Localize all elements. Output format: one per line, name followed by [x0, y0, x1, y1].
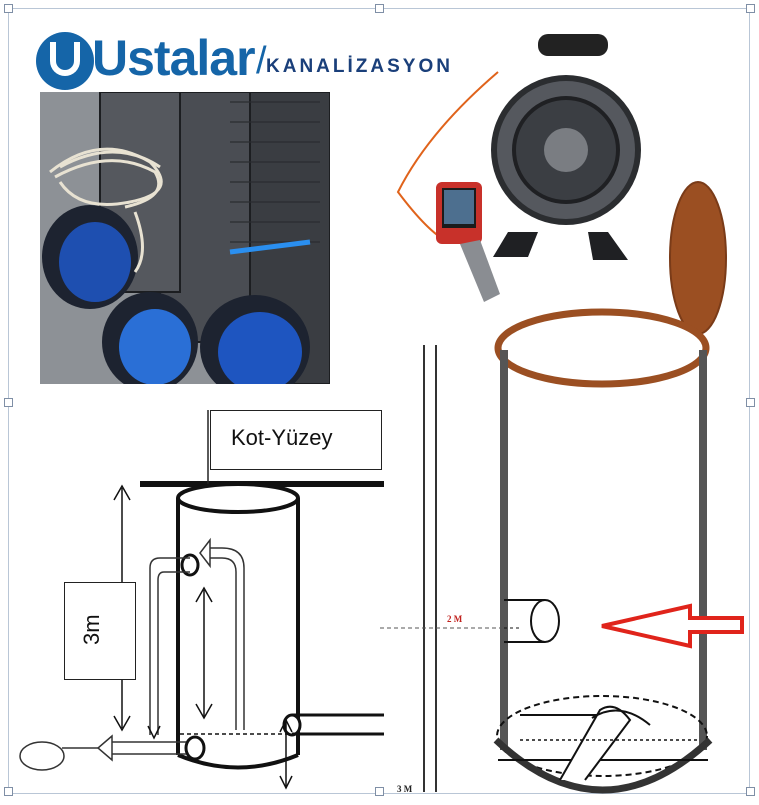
- inspection-camera-photo: [388, 32, 646, 312]
- logo-subtitle: KANALİZASYON: [266, 56, 453, 77]
- pipes-photo: [40, 92, 330, 384]
- logo-name: Ustalar: [92, 30, 256, 86]
- resize-handle-top-right[interactable]: [746, 4, 755, 13]
- mid-depth-label: 2 M: [447, 614, 463, 624]
- resize-handle-top-left[interactable]: [4, 4, 13, 13]
- resize-handle-bottom-left[interactable]: [4, 787, 13, 796]
- logo-separator: /: [256, 40, 267, 82]
- resize-handle-left[interactable]: [4, 398, 13, 407]
- inspection-camera-illustration: [396, 34, 641, 302]
- resize-handle-top[interactable]: [375, 4, 384, 13]
- bottom-depth-label: 3 M: [397, 784, 413, 794]
- resize-handle-right[interactable]: [746, 398, 755, 407]
- depth-label: 3m: [79, 614, 104, 645]
- logo-u-icon: [36, 32, 94, 90]
- manhole-schematic-drawing: [19, 410, 384, 790]
- pipes-illustration: [40, 92, 330, 384]
- manhole-schematic-left: [0, 400, 400, 800]
- manhole-schematic-right: [380, 180, 759, 800]
- company-logo: Ustalar / KANALİZASYON: [30, 24, 500, 94]
- resize-handle-bottom-right[interactable]: [746, 787, 755, 796]
- flow-arrow: [601, 603, 744, 649]
- depth-label-box: 3m: [64, 582, 136, 680]
- resize-handle-bottom[interactable]: [375, 787, 384, 796]
- manhole-cover-drawing: [380, 181, 744, 794]
- surface-level-label: Kot-Yüzey: [210, 410, 382, 470]
